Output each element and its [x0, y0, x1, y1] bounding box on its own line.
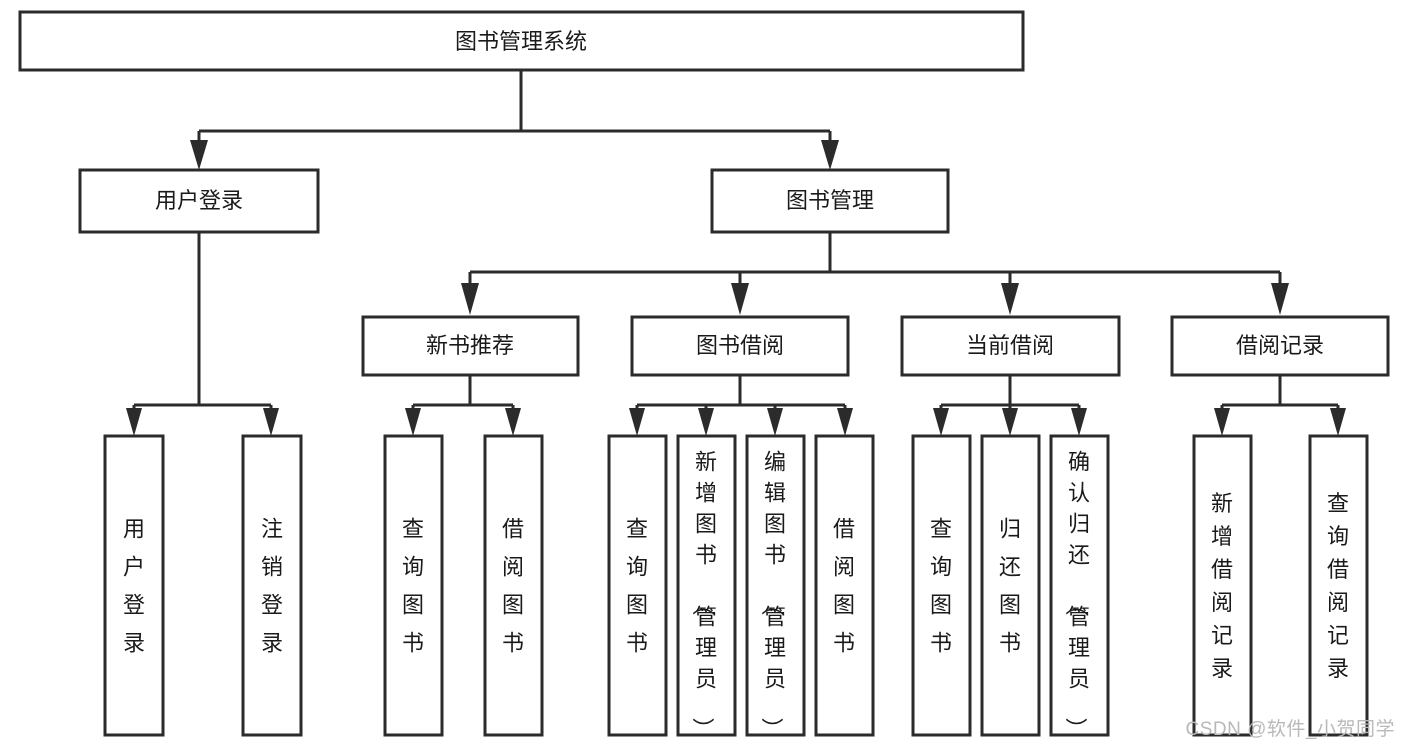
arrow-newbook-leaf1 [405, 408, 421, 436]
leaf-book-borrow-1[interactable]: 查询图书 [607, 434, 668, 737]
leaf-current-borrow-2-box[interactable] [980, 434, 1041, 737]
leaf-user-login-1-box[interactable] [103, 434, 165, 737]
leaf-book-borrow-2-box[interactable] [676, 434, 737, 737]
arrow-bookborrow-leaf3 [767, 408, 783, 436]
leaf-current-borrow-1[interactable]: 查询图书 [911, 434, 972, 737]
leaf-new-book-1[interactable]: 查询图书 [383, 434, 444, 737]
arrow-root-to-bookmgmt [821, 140, 839, 170]
node-current-borrow-label: 当前借阅 [966, 333, 1054, 358]
leaf-user-login-2-box[interactable] [241, 434, 303, 737]
leaf-book-borrow-1-label: 查询图书 [626, 517, 648, 656]
arrow-borrowrecord-leaf2 [1330, 408, 1346, 436]
leaf-user-login-1-label: 用户登录 [123, 517, 145, 656]
leaf-user-login-2-label: 注销登录 [261, 517, 283, 656]
leaf-borrow-record-1[interactable]: 新增借阅记录 [1192, 434, 1253, 737]
leaf-new-book-1-box[interactable] [383, 434, 444, 737]
arrow-bookborrow-leaf1 [629, 408, 645, 436]
node-borrow-record[interactable]: 借阅记录 [1170, 315, 1390, 377]
node-current-borrow[interactable]: 当前借阅 [900, 315, 1121, 377]
node-root-label: 图书管理系统 [455, 29, 587, 54]
leaf-borrow-record-1-label: 新增借阅记录 [1211, 491, 1233, 681]
leaf-current-borrow-3[interactable]: 确认归还（管理员） [1049, 434, 1110, 740]
node-user-login-label: 用户登录 [155, 188, 243, 213]
node-root-box[interactable] [18, 10, 1025, 72]
node-root[interactable]: 图书管理系统 [18, 10, 1025, 72]
leaf-current-borrow-2[interactable]: 归还图书 [980, 434, 1041, 737]
node-book-borrow-label: 图书借阅 [696, 333, 784, 358]
leaf-current-borrow-2-label: 归还图书 [999, 517, 1021, 656]
leaf-book-borrow-3-box[interactable] [745, 434, 806, 737]
node-new-book-recommend[interactable]: 新书推荐 [361, 315, 580, 377]
leaf-borrow-record-2[interactable]: 查询借阅记录 [1308, 434, 1369, 737]
leaf-user-login-1[interactable]: 用户登录 [103, 434, 165, 737]
arrow-root-to-userlogin [190, 140, 208, 170]
arrow-bookborrow-leaf2 [698, 408, 714, 436]
arrow-bookborrow-leaf4 [837, 408, 853, 436]
node-new-book-recommend-label: 新书推荐 [426, 333, 514, 358]
leaf-book-borrow-1-box[interactable] [607, 434, 668, 737]
leaf-book-borrow-4[interactable]: 借阅图书 [814, 434, 875, 737]
arrow-bookmgmt-to-bookborrow [731, 283, 749, 315]
arrow-currentborrow-leaf2 [1002, 408, 1018, 436]
leaf-book-borrow-3[interactable]: 编辑图书（管理员） [745, 434, 806, 740]
node-user-login-box[interactable] [78, 168, 320, 234]
arrow-currentborrow-leaf1 [933, 408, 949, 436]
leaf-new-book-2[interactable]: 借阅图书 [483, 434, 544, 737]
arrow-newbook-leaf2 [505, 408, 521, 436]
node-borrow-record-box[interactable] [1170, 315, 1390, 377]
arrow-currentborrow-leaf3 [1071, 408, 1087, 436]
leaf-borrow-record-2-label: 查询借阅记录 [1327, 491, 1349, 681]
leaf-book-borrow-2-label: 新增图书（管理员） [690, 450, 717, 740]
node-new-book-recommend-box[interactable] [361, 315, 580, 377]
node-book-borrow-box[interactable] [630, 315, 850, 377]
edges-layer [126, 70, 1346, 436]
leaf-current-borrow-1-box[interactable] [911, 434, 972, 737]
node-current-borrow-box[interactable] [900, 315, 1121, 377]
leaf-new-book-2-label: 借阅图书 [502, 517, 524, 656]
arrow-bookmgmt-to-newbook [461, 283, 479, 315]
arrow-bookmgmt-to-currentborrow [1001, 283, 1019, 315]
node-borrow-record-label: 借阅记录 [1236, 333, 1324, 358]
leaf-current-borrow-3-box[interactable] [1049, 434, 1110, 737]
node-book-borrow[interactable]: 图书借阅 [630, 315, 850, 377]
leaf-book-borrow-3-label: 编辑图书（管理员） [759, 450, 786, 740]
node-user-login[interactable]: 用户登录 [78, 168, 320, 234]
node-book-management-label: 图书管理 [786, 188, 874, 213]
leaf-borrow-record-1-box[interactable] [1192, 434, 1253, 737]
arrow-userlogin-leaf1 [126, 408, 142, 436]
arrow-borrowrecord-leaf1 [1214, 408, 1230, 436]
leaf-borrow-record-2-box[interactable] [1308, 434, 1369, 737]
node-book-management[interactable]: 图书管理 [710, 168, 950, 234]
leaf-book-borrow-4-label: 借阅图书 [833, 517, 855, 656]
node-book-management-box[interactable] [710, 168, 950, 234]
leaf-book-borrow-4-box[interactable] [814, 434, 875, 737]
leaf-current-borrow-1-label: 查询图书 [930, 517, 952, 656]
leaf-new-book-2-box[interactable] [483, 434, 544, 737]
leaf-user-login-2[interactable]: 注销登录 [241, 434, 303, 737]
leaf-book-borrow-2[interactable]: 新增图书（管理员） [676, 434, 737, 740]
arrow-bookmgmt-to-borrowrecord [1271, 283, 1289, 315]
leaf-new-book-1-label: 查询图书 [402, 517, 424, 656]
arrow-userlogin-leaf2 [263, 408, 279, 436]
leaf-current-borrow-3-label: 确认归还（管理员） [1063, 450, 1090, 740]
